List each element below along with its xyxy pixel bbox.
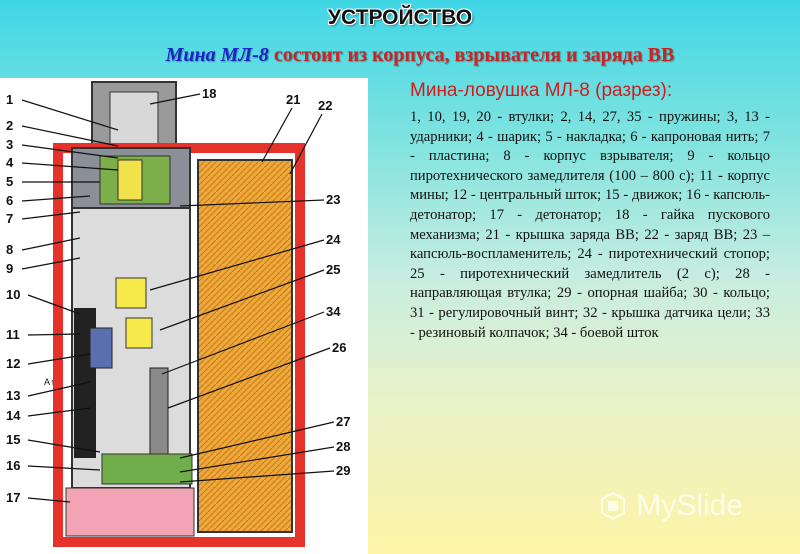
callout-5: 5 — [6, 174, 13, 189]
callout-9: 9 — [6, 261, 13, 276]
callout-4: 4 — [6, 155, 14, 170]
slide-subtitle: Мина МЛ-8 состоит из корпуса, взрывателя… — [0, 44, 800, 67]
myslide-logo-icon — [601, 491, 625, 521]
mine-cross-section-diagram: 1 2 3 4 5 6 7 8 9 10 11 12 13 14 15 16 1… — [0, 78, 368, 554]
callout-22: 22 — [318, 98, 332, 113]
fuse-yellow-core — [117, 159, 143, 201]
bottom-pink-detonator — [65, 487, 195, 537]
slide-header: УСТРОЙСТВО Мина МЛ-8 состоит из корпуса,… — [0, 0, 800, 78]
watermark: MySlide — [598, 488, 778, 528]
diagram-svg: 1 2 3 4 5 6 7 8 9 10 11 12 13 14 15 16 1… — [6, 81, 350, 547]
callout-23: 23 — [326, 192, 340, 207]
slide-title: УСТРОЙСТВО — [327, 6, 473, 29]
callout-26: 26 — [332, 340, 346, 355]
lower-green-part — [101, 453, 193, 485]
yellow-block-upper — [115, 277, 147, 309]
callout-11: 11 — [6, 327, 20, 342]
callout-3: 3 — [6, 137, 13, 152]
callout-16: 16 — [6, 458, 20, 473]
callout-18: 18 — [202, 86, 216, 101]
small-mark: A↑ — [44, 377, 55, 387]
callout-13: 13 — [6, 388, 20, 403]
callout-17: 17 — [6, 490, 20, 505]
left-callouts: 1 2 3 4 5 6 7 8 9 10 11 12 13 14 15 16 1… — [6, 92, 21, 505]
callout-7: 7 — [6, 211, 13, 226]
callout-27: 27 — [336, 414, 350, 429]
callout-34: 34 — [326, 304, 341, 319]
explosive-charge — [197, 159, 293, 533]
watermark-text: MySlide — [636, 489, 744, 523]
callout-2: 2 — [6, 118, 13, 133]
yellow-block-lower — [125, 317, 153, 349]
callout-29: 29 — [336, 463, 350, 478]
center-rod — [149, 367, 169, 459]
top-cap-inner — [109, 91, 159, 149]
right-leaders — [149, 93, 335, 483]
caption-text: 1, 10, 19, 20 - втулки; 2, 14, 27, 35 - … — [410, 109, 770, 341]
callout-1: 1 — [6, 92, 13, 107]
callout-8: 8 — [6, 242, 13, 257]
callout-14: 14 — [6, 408, 21, 423]
callout-24: 24 — [326, 232, 341, 247]
outer-shell — [53, 143, 305, 547]
right-callouts: 18 21 22 23 24 25 34 26 27 28 29 — [202, 86, 350, 478]
callout-15: 15 — [6, 432, 20, 447]
callout-25: 25 — [326, 262, 340, 277]
callout-12: 12 — [6, 356, 20, 371]
left-leaders — [21, 99, 119, 503]
spring-coil — [89, 327, 113, 369]
callout-21: 21 — [286, 92, 300, 107]
callout-28: 28 — [336, 439, 350, 454]
callout-10: 10 — [6, 287, 20, 302]
subtitle-lead: Мина МЛ-8 — [165, 44, 269, 66]
caption-title: Мина-ловушка МЛ-8 (разрез): — [410, 80, 673, 101]
subtitle-rest: состоит из корпуса, взрывателя и заряда … — [273, 44, 675, 66]
legend-caption: Мина-ловушка МЛ-8 (разрез): 1, 10, 19, 2… — [410, 80, 770, 343]
callout-6: 6 — [6, 193, 13, 208]
